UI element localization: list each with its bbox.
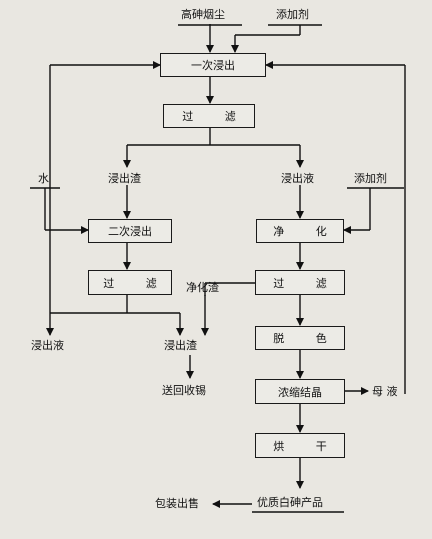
step-decolor: 脱 色 — [255, 326, 345, 350]
input-additive-right: 添加剂 — [354, 172, 387, 185]
step-filter2: 过 滤 — [88, 270, 172, 295]
step-filter3: 过 滤 — [255, 270, 345, 295]
input-additive-top: 添加剂 — [276, 8, 309, 21]
stream-purify-residue: 净化渣 — [186, 281, 219, 294]
stream-residue1: 浸出渣 — [108, 172, 141, 185]
input-raw-dust: 高砷烟尘 — [181, 8, 225, 21]
stream-mother-liquor: 母 液 — [372, 385, 398, 398]
stream-liquor2: 浸出液 — [31, 339, 64, 352]
stream-liquor1: 浸出液 — [281, 172, 314, 185]
step-filter1: 过 滤 — [163, 104, 255, 128]
stream-product: 优质白砷产品 — [257, 496, 323, 509]
stream-packaging: 包装出售 — [155, 497, 199, 510]
stream-residue2: 浸出渣 — [164, 339, 197, 352]
step-leach1: 一次浸出 — [160, 53, 266, 77]
step-leach2: 二次浸出 — [88, 219, 172, 243]
step-dry: 烘 干 — [255, 433, 345, 458]
step-crystallize: 浓缩结晶 — [255, 379, 345, 404]
stream-tin-recovery: 送回收锡 — [162, 384, 206, 397]
input-water: 水 — [38, 172, 49, 185]
step-purify: 净 化 — [256, 219, 344, 243]
